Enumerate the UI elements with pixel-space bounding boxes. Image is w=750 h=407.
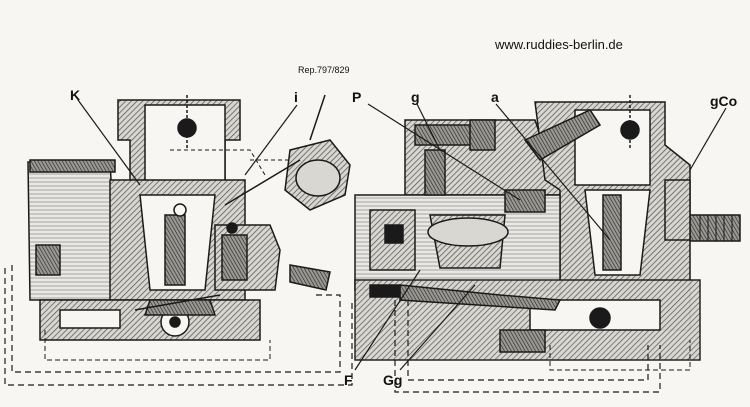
- website-url: www.ruddies-berlin.de: [494, 37, 623, 52]
- label-gCo: gCo: [710, 93, 737, 109]
- label-a: a: [491, 89, 499, 105]
- label-P: P: [352, 89, 361, 105]
- label-g: g: [411, 89, 420, 105]
- label-Gg: Gg: [383, 372, 402, 388]
- label-F: F: [344, 372, 353, 388]
- left-section: [4, 94, 353, 386]
- left-float-chamber: [27, 161, 119, 301]
- label-i: i: [294, 89, 298, 105]
- label-K: K: [70, 87, 80, 103]
- right-section: [354, 95, 741, 393]
- reference-number: Rep.797/829: [298, 65, 350, 75]
